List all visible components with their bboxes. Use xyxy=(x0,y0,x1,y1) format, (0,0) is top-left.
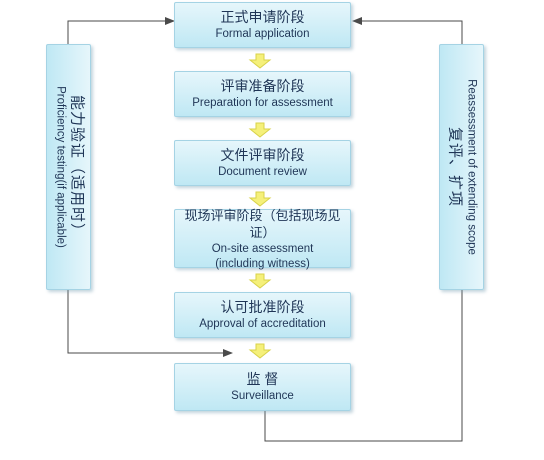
stage-approval-of-accreditation: 认可批准阶段 Approval of accreditation xyxy=(174,292,351,338)
reassessment-label: Reassessment of extending scope 复评、扩项 xyxy=(445,79,478,255)
proficiency-testing-en: Proficiency testing(if applicable) xyxy=(54,86,66,248)
down-arrow xyxy=(248,53,272,69)
left-loop-bottom-arrow xyxy=(67,289,233,357)
right-loop-bottom-line xyxy=(264,289,463,442)
down-arrow xyxy=(248,343,272,359)
stage-preparation-for-assessment: 评审准备阶段 Preparation for assessment xyxy=(174,71,351,117)
stage-label-en: Formal application xyxy=(215,28,310,40)
stage-label-en-sub: (including witness) xyxy=(215,257,310,270)
stage-formal-application: 正式申请阶段 Formal application xyxy=(174,2,351,48)
stage-label-zh: 文件评审阶段 xyxy=(220,147,305,163)
stage-on-site-assessment: 现场评审阶段（包括现场见证） On-site assessment (inclu… xyxy=(174,207,351,270)
stage-label-en: Approval of accreditation xyxy=(199,318,326,330)
reassessment-panel: Reassessment of extending scope 复评、扩项 xyxy=(439,44,484,290)
stage-label-zh: 现场评审阶段（包括现场见证） xyxy=(184,207,341,240)
stage-label-zh: 评审准备阶段 xyxy=(220,78,305,94)
stage-label-zh: 认可批准阶段 xyxy=(220,299,305,315)
stage-label-en: Document review xyxy=(218,166,307,178)
stage-document-review: 文件评审阶段 Document review xyxy=(174,140,351,186)
proficiency-testing-label: 能力验证（适用时） Proficiency testing(if applica… xyxy=(52,86,85,248)
down-arrow xyxy=(248,273,272,289)
stage-label-zh: 正式申请阶段 xyxy=(220,9,305,25)
left-loop-top-arrow xyxy=(67,17,175,44)
stage-label-en: Surveillance xyxy=(231,390,294,402)
right-loop-top-arrow xyxy=(352,17,463,44)
stage-label-en: Preparation for assessment xyxy=(192,97,333,109)
proficiency-testing-zh: 能力验证（适用时） xyxy=(68,94,85,239)
stage-label-en: On-site assessment xyxy=(211,242,314,255)
reassessment-zh: 复评、扩项 xyxy=(446,126,463,208)
proficiency-testing-panel: 能力验证（适用时） Proficiency testing(if applica… xyxy=(46,44,91,290)
stage-surveillance: 监 督 Surveillance xyxy=(174,363,351,411)
down-arrow xyxy=(248,191,272,207)
stage-label-zh: 监 督 xyxy=(246,371,279,387)
down-arrow xyxy=(248,122,272,138)
reassessment-en: Reassessment of extending scope xyxy=(465,79,477,255)
